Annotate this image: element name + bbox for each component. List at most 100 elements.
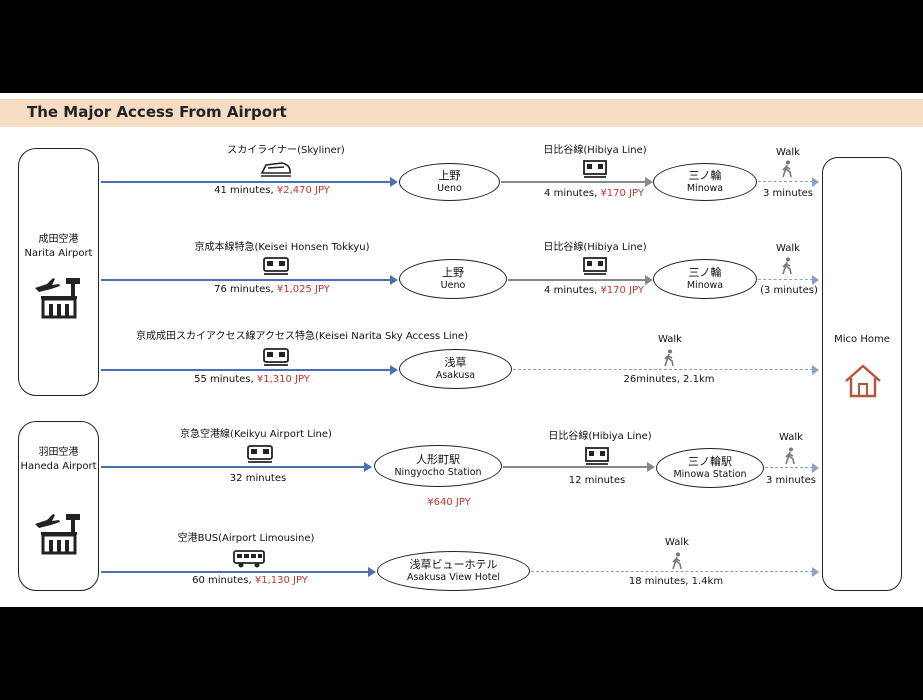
station-en: Minowa Station	[673, 469, 747, 480]
route1-time2: 4 minutes,	[544, 188, 601, 199]
station-jp: 上野	[442, 266, 464, 279]
train-icon	[263, 257, 289, 275]
route2-walk-time: (3 minutes)	[760, 285, 818, 296]
arrowhead	[390, 177, 398, 187]
station-minowa: 三ノ輪駅 Minowa Station	[656, 448, 764, 488]
narita-airport-jp: 成田空港	[38, 234, 79, 245]
route2-line-label: 京成本線特急(Keisei Honsen Tokkyu)	[194, 242, 370, 253]
walking-person-icon	[782, 160, 792, 178]
arrowhead	[812, 365, 819, 375]
route2-time2: 4 minutes,	[544, 285, 601, 296]
diagram-canvas: The Major Access From Airport 成田空港 Narit…	[0, 93, 923, 607]
route5-line-label: 空港BUS(Airport Limousine)	[177, 533, 315, 544]
route1-walk-time: 3 minutes	[762, 188, 814, 199]
route3-line-label: 京成成田スカイアクセス線アクセス特急(Keisei Narita Sky Acc…	[136, 331, 468, 342]
route1-fare2: ¥170 JPY	[600, 188, 644, 199]
route4-walk-path	[765, 467, 813, 468]
arrowhead	[364, 462, 372, 472]
subway-icon	[583, 257, 607, 275]
station-minowa: 三ノ輪 Minowa	[653, 163, 757, 201]
route2-arrow2	[508, 279, 646, 281]
arrowhead	[390, 275, 398, 285]
route5-time: 60 minutes,	[192, 575, 255, 586]
airport-icon	[35, 278, 80, 319]
route2-walk-label: Walk	[776, 243, 800, 254]
route1-arrow2	[501, 181, 646, 183]
route2-arrow	[101, 279, 391, 281]
route4-time: 32 minutes	[229, 473, 287, 484]
walking-person-icon	[785, 447, 795, 465]
route1-fare: ¥2,470 JPY	[276, 185, 330, 196]
route1-arrow	[101, 181, 391, 183]
station-jp: 三ノ輪	[688, 169, 722, 182]
station-en: Minowa	[686, 280, 724, 291]
route2-walk-path	[758, 279, 813, 280]
station-en: Asakusa	[435, 370, 476, 381]
route4-time2: 12 minutes	[568, 475, 626, 486]
haneda-airport-jp: 羽田空港	[38, 447, 79, 458]
route1-time: 41 minutes,	[214, 185, 277, 196]
train-icon	[260, 162, 291, 177]
station-ueno: 上野 Ueno	[399, 259, 507, 299]
station-jp: 人形町駅	[416, 453, 460, 466]
airport-icon	[35, 514, 80, 555]
route3-walk-label: Walk	[658, 334, 682, 345]
arrowhead	[647, 462, 655, 472]
route5-walk-label: Walk	[665, 537, 689, 548]
route3-walk-path	[513, 369, 813, 370]
route2-fare2: ¥170 JPY	[600, 285, 644, 296]
route1-walk-path	[758, 181, 813, 182]
walking-person-icon	[664, 349, 674, 367]
station-en: Ueno	[437, 183, 462, 194]
title-banner: The Major Access From Airport	[0, 99, 923, 127]
route3-time: 55 minutes,	[194, 374, 257, 385]
route2-line2-label: 日比谷線(Hibiya Line)	[543, 242, 647, 253]
mico-home-label: Mico Home	[834, 334, 890, 345]
route4-walk-label: Walk	[779, 432, 803, 443]
station-asakusa-view-hotel: 浅草ビューホテル Asakusa View Hotel	[377, 551, 530, 591]
route3-arrow	[101, 369, 391, 371]
route3-fare: ¥1,310 JPY	[256, 374, 310, 385]
mico-home-box: Mico Home	[822, 157, 902, 591]
subway-icon	[583, 160, 607, 178]
bus-icon	[233, 550, 265, 568]
route5-fare: ¥1,130 JPY	[254, 575, 308, 586]
station-minowa: 三ノ輪 Minowa	[653, 259, 757, 299]
station-en: Minowa	[686, 183, 724, 194]
haneda-airport-box: 羽田空港 Haneda Airport	[18, 421, 99, 591]
route1-line2-label: 日比谷線(Hibiya Line)	[543, 145, 647, 156]
route1-walk-label: Walk	[776, 147, 800, 158]
station-ueno: 上野 Ueno	[399, 163, 500, 201]
home-icon	[845, 364, 881, 398]
arrowhead	[812, 275, 819, 285]
route5-arrow	[101, 571, 369, 573]
subway-icon	[585, 447, 609, 465]
diagram-title: The Major Access From Airport	[27, 103, 287, 121]
station-en: Ningyocho Station	[394, 467, 482, 478]
haneda-airport-en: Haneda Airport	[20, 461, 97, 472]
train-icon	[247, 445, 273, 463]
narita-airport-en: Narita Airport	[24, 248, 93, 259]
station-jp: 浅草ビューホテル	[409, 558, 498, 571]
narita-airport-box: 成田空港 Narita Airport	[18, 148, 99, 396]
arrowhead	[390, 365, 398, 375]
route2-time: 76 minutes,	[214, 284, 277, 295]
arrowhead	[812, 177, 819, 187]
route4-line2-label: 日比谷線(Hibiya Line)	[548, 431, 652, 442]
arrowhead	[645, 275, 653, 285]
route4-walk-time: 3 minutes	[765, 475, 817, 486]
train-icon	[263, 348, 289, 366]
arrowhead	[812, 567, 819, 577]
arrowhead	[645, 177, 653, 187]
walking-person-icon	[782, 257, 792, 275]
route5-walk-time: 18 minutes, 1.4km	[628, 576, 724, 587]
route4-line-label: 京急空港線(Keikyu Airport Line)	[180, 429, 332, 440]
station-jp: 三ノ輪駅	[688, 455, 732, 468]
route5-walk-path	[531, 571, 813, 572]
walking-person-icon	[672, 552, 682, 570]
station-jp: 上野	[438, 169, 461, 182]
station-en: Ueno	[440, 280, 466, 291]
arrowhead	[368, 567, 376, 577]
route3-walk-time: 26minutes, 2.1km	[623, 374, 715, 385]
route4-arrow	[101, 466, 365, 468]
